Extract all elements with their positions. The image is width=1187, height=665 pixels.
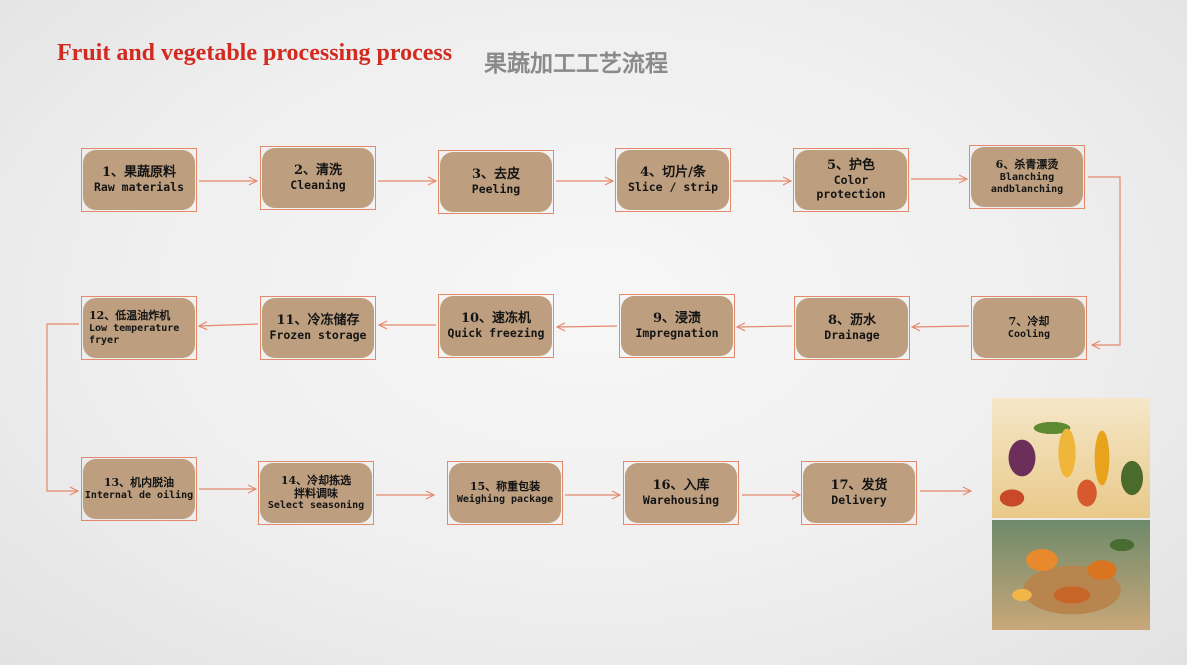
- step-label-en: Peeling: [471, 181, 521, 196]
- arrow-7-8: [912, 326, 970, 327]
- step-label-cn: 14、冷却拣选: [280, 473, 352, 487]
- fried-vegetable-chips-bowl-photo: [992, 520, 1150, 630]
- step-label-en: Frozen storage: [269, 327, 367, 342]
- step-label-cn: 12、低温油炸机: [89, 309, 171, 323]
- step-label-cn-line2: 拌料调味: [294, 487, 338, 500]
- step-label-cn: 16、入库: [652, 478, 710, 494]
- step-16-warehousing: 16、入库 Warehousing: [623, 461, 739, 525]
- step-label-cn: 10、速冻机: [460, 311, 532, 327]
- step-pill: 12、低温油炸机 Low temperature fryer: [83, 298, 195, 358]
- step-pill: 5、护色 Color protection: [795, 150, 907, 210]
- step-label-en-line2: protection: [816, 186, 886, 201]
- step-label-en: Blanching: [999, 171, 1055, 183]
- step-13-internal-de-oiling: 13、机内脱油 Internal de oiling: [81, 457, 197, 521]
- arrow-9-10: [557, 326, 618, 327]
- step-pill: 10、速冻机 Quick freezing: [440, 296, 552, 356]
- step-label-cn: 5、护色: [826, 158, 876, 174]
- step-11-frozen-storage: 11、冷冻储存 Frozen storage: [260, 296, 376, 360]
- step-pill: 7、冷却 Cooling: [973, 298, 1085, 358]
- step-9-impregnation: 9、浸渍 Impregnation: [619, 294, 735, 358]
- step-label-en: Low temperature: [89, 322, 180, 334]
- step-2-cleaning: 2、清洗 Cleaning: [260, 146, 376, 210]
- step-label-cn: 6、杀青漂烫: [995, 158, 1059, 172]
- step-pill: 11、冷冻储存 Frozen storage: [262, 298, 374, 358]
- step-label-cn: 3、去皮: [471, 167, 521, 183]
- step-label-cn: 8、沥水: [827, 313, 877, 329]
- step-label-cn: 15、称重包装: [469, 480, 541, 494]
- step-label-cn: 9、浸渍: [652, 311, 702, 327]
- step-label-en: Cleaning: [290, 177, 346, 192]
- fried-vegetable-chips-photo: [992, 398, 1150, 518]
- step-label-en: Raw materials: [93, 179, 184, 194]
- step-label-cn: 1、果蔬原料: [101, 165, 177, 181]
- step-7-cooling: 7、冷却 Cooling: [971, 296, 1087, 360]
- step-label-cn: 17、发货: [830, 478, 888, 494]
- step-pill: 6、杀青漂烫 Blanching andblanching: [971, 147, 1083, 207]
- step-5-color-protection: 5、护色 Color protection: [793, 148, 909, 212]
- step-label-en: Warehousing: [642, 492, 720, 507]
- step-label-cn: 11、冷冻储存: [276, 313, 360, 329]
- arrow-12-13: [46, 323, 79, 491]
- step-label-en: Color: [833, 173, 869, 187]
- step-6-blanching: 6、杀青漂烫 Blanching andblanching: [969, 145, 1085, 209]
- step-label-en: Weighing package: [456, 493, 554, 505]
- step-8-drainage: 8、沥水 Drainage: [794, 296, 910, 360]
- step-12-low-temp-fryer: 12、低温油炸机 Low temperature fryer: [81, 296, 197, 360]
- step-pill: 1、果蔬原料 Raw materials: [83, 150, 195, 210]
- step-pill: 2、清洗 Cleaning: [262, 148, 374, 208]
- step-label-en: Internal de oiling: [84, 489, 194, 501]
- step-pill: 4、切片/条 Slice / strip: [617, 150, 729, 210]
- step-17-delivery: 17、发货 Delivery: [801, 461, 917, 525]
- step-label-cn: 7、冷却: [1008, 315, 1050, 329]
- step-label-en: Quick freezing: [447, 325, 545, 340]
- arrow-11-12: [199, 324, 259, 326]
- step-15-weighing-package: 15、称重包装 Weighing package: [447, 461, 563, 525]
- step-label-en: Slice / strip: [627, 179, 718, 194]
- step-pill: 16、入库 Warehousing: [625, 463, 737, 523]
- step-label-en-line2: andblanching: [990, 183, 1064, 195]
- step-3-peeling: 3、去皮 Peeling: [438, 150, 554, 214]
- step-14-select-seasoning: 14、冷却拣选 拌料调味 Select seasoning: [258, 461, 374, 525]
- step-1-raw-materials: 1、果蔬原料 Raw materials: [81, 148, 197, 212]
- step-pill: 8、沥水 Drainage: [796, 298, 908, 358]
- arrow-8-9: [737, 326, 793, 327]
- step-label-en: Select seasoning: [267, 500, 365, 512]
- step-label-cn: 4、切片/条: [640, 165, 706, 181]
- step-pill: 3、去皮 Peeling: [440, 152, 552, 212]
- title-chinese: 果蔬加工工艺流程: [484, 51, 668, 77]
- step-label-en: Cooling: [1007, 328, 1051, 340]
- step-4-slice-strip: 4、切片/条 Slice / strip: [615, 148, 731, 212]
- step-label-en-line2: fryer: [89, 334, 120, 346]
- step-pill: 13、机内脱油 Internal de oiling: [83, 459, 195, 519]
- step-pill: 9、浸渍 Impregnation: [621, 296, 733, 356]
- arrow-6-7: [1088, 176, 1121, 345]
- step-label-en: Drainage: [824, 327, 880, 342]
- step-label-en: Impregnation: [635, 325, 719, 340]
- step-pill: 14、冷却拣选 拌料调味 Select seasoning: [260, 463, 372, 523]
- title-english: Fruit and vegetable processing process: [57, 40, 453, 66]
- step-label-cn: 13、机内脱油: [103, 476, 175, 490]
- step-label-en: Delivery: [831, 492, 887, 507]
- step-label-cn: 2、清洗: [293, 163, 343, 179]
- step-pill: 17、发货 Delivery: [803, 463, 915, 523]
- step-pill: 15、称重包装 Weighing package: [449, 463, 561, 523]
- step-10-quick-freezing: 10、速冻机 Quick freezing: [438, 294, 554, 358]
